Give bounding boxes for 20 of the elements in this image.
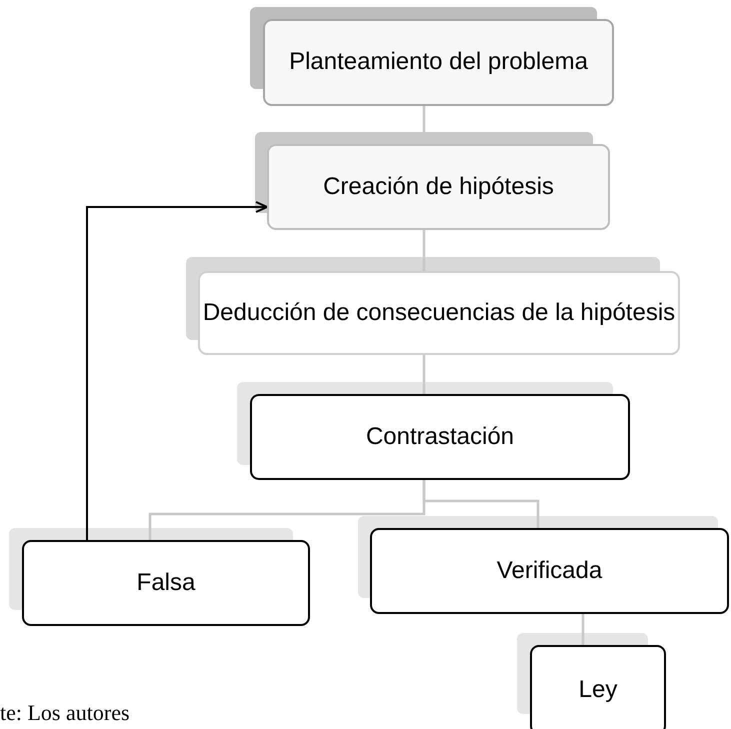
box-label: Creación de hipótesis: [323, 172, 554, 202]
box-label: Planteamiento del problema: [289, 48, 588, 77]
connector-line: [422, 480, 540, 528]
box-label: Verificada: [496, 556, 602, 586]
process-box: [250, 394, 630, 480]
box-label: Deducción de consecuencias de la hipótesis: [202, 298, 676, 328]
box-label: Contrastación: [366, 422, 514, 452]
box-label: Ley: [578, 676, 618, 704]
connector-line: [582, 614, 584, 645]
connector-line: [422, 355, 426, 394]
process-box: [198, 271, 680, 355]
process-box: [370, 528, 729, 614]
connector-line: [422, 230, 426, 271]
box-label: Falsa: [136, 568, 196, 598]
process-box: [22, 540, 310, 626]
process-box: [267, 144, 610, 230]
process-box: [263, 19, 614, 106]
process-box: [530, 645, 666, 729]
source-note: te: Los autores: [0, 700, 130, 726]
arrow: [86, 201, 268, 540]
